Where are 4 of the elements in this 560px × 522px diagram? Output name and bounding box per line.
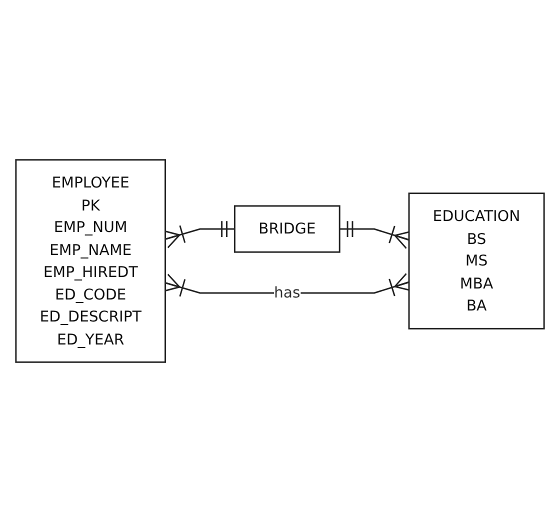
node-box: BRIDGE bbox=[234, 205, 340, 253]
node-box: EMPLOYEE PK EMP_NUM EMP_NAME EMP_HIREDT ED_CODE ED_DESCRIPT ED_YEAR bbox=[15, 159, 166, 363]
node-box: EDUCATION BS MS MBA BA bbox=[408, 192, 545, 330]
edge-label: has bbox=[274, 284, 300, 302]
